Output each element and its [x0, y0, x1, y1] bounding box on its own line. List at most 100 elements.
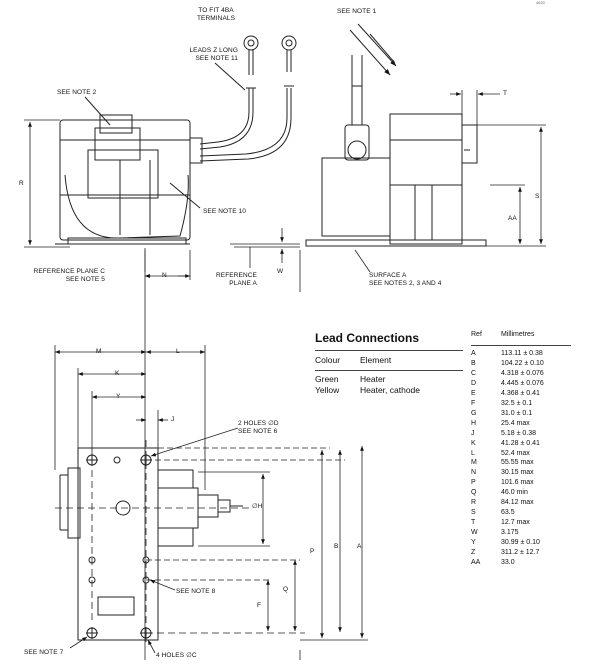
- label-dim-W: W: [277, 268, 284, 275]
- cell-ref: Y: [471, 539, 476, 547]
- table-row: H 25.4 max: [471, 419, 571, 429]
- label-see-note-10: SEE NOTE 10: [203, 208, 247, 215]
- cell-ref: H: [471, 419, 477, 427]
- label-dim-K: K: [115, 370, 120, 377]
- table-row: F 32.5 ± 0.1: [471, 399, 571, 409]
- cell-ref: S: [471, 509, 476, 517]
- label-dim-AA: AA: [508, 215, 517, 222]
- dim-R: [24, 119, 70, 248]
- cell-millimetres: 63.5: [501, 509, 515, 517]
- label-leads-z: LEADS Z LONG SEE NOTE 11: [189, 47, 238, 62]
- cell-millimetres: 46.0 min: [501, 489, 528, 497]
- header-ref: Ref: [471, 331, 482, 338]
- cell-ref: Z: [471, 549, 476, 557]
- label-see-note-2: SEE NOTE 2: [57, 89, 97, 96]
- front-view: [55, 35, 297, 245]
- dim-T-S-AA: [450, 90, 546, 247]
- label-dim-J: J: [171, 416, 175, 423]
- cell-ref: C: [471, 369, 477, 377]
- label-to-fit-terminals: TO FIT 4BA TERMINALS: [196, 7, 236, 22]
- cell-millimetres: 5.18 ± 0.38: [501, 429, 536, 437]
- label-dim-F: F: [257, 602, 262, 609]
- table-row: J 5.18 ± 0.38: [471, 429, 571, 439]
- cell-millimetres: 113.11 ± 0.38: [501, 350, 543, 357]
- terminal-ring-1-hole: [247, 39, 255, 47]
- cell-ref: F: [471, 399, 476, 407]
- label-surface-a: SURFACE A SEE NOTES 2, 3 AND 4: [369, 272, 442, 287]
- terminal-ring-2-hole: [285, 39, 293, 47]
- table-row: AA 33.0: [471, 558, 571, 568]
- cell-millimetres: 3.175: [501, 529, 519, 537]
- plan-view: [59, 447, 243, 641]
- cell-millimetres: 31.0 ± 0.1: [501, 409, 533, 417]
- cell-millimetres: 12.7 max: [501, 519, 530, 527]
- table-row: C 4.318 ± 0.076: [471, 369, 571, 379]
- cell-millimetres: 52.4 max: [501, 449, 530, 457]
- header-element: Element: [360, 355, 392, 365]
- plan-dimensions: [54, 345, 368, 660]
- cell-millimetres: 33.0: [501, 559, 515, 567]
- label-dim-Q: Q: [283, 586, 289, 593]
- label-reference-plane-c: REFERENCE PLANE C SEE NOTE 5: [33, 268, 105, 283]
- table-row: Green Heater: [315, 374, 463, 385]
- label-dim-P: P: [310, 548, 315, 555]
- lead-connections-title: Lead Connections: [315, 330, 463, 351]
- label-see-note-1: SEE NOTE 1: [337, 8, 377, 15]
- cell-ref: T: [471, 519, 476, 527]
- cell-ref: G: [471, 409, 477, 417]
- cell-element: Heater: [360, 374, 386, 384]
- label-reference-plane-a: REFERENCE PLANE A: [216, 272, 257, 287]
- label-see-note-7: SEE NOTE 7: [24, 649, 64, 656]
- label-dim-N: N: [162, 272, 167, 279]
- lead-wire-2: [199, 88, 288, 157]
- cathode-post: [347, 140, 367, 160]
- label-dim-R: R: [19, 180, 24, 187]
- cell-millimetres: 55.55 max: [501, 459, 534, 467]
- label-two-holes: 2 HOLES ∅D SEE NOTE 6: [238, 420, 279, 435]
- cell-millimetres: 101.6 max: [501, 479, 534, 487]
- cell-ref: N: [471, 469, 477, 477]
- label-dim-T: T: [503, 90, 508, 97]
- cell-millimetres: 4.318 ± 0.076: [501, 369, 544, 377]
- cell-element: Heater, cathode: [360, 385, 421, 395]
- cell-millimetres: 104.22 ± 0.10: [501, 359, 544, 367]
- table-row: Y 30.99 ± 0.10: [471, 538, 571, 548]
- label-dim-B: B: [334, 543, 339, 550]
- label-dim-Y: Y: [116, 393, 121, 400]
- table-row: Z 311.2 ± 12.7: [471, 548, 571, 558]
- cell-ref: K: [471, 439, 476, 447]
- cell-millimetres: 41.28 ± 0.41: [501, 439, 540, 447]
- label-see-note-8: SEE NOTE 8: [176, 588, 216, 595]
- lead-connections-panel: Lead Connections Colour Element Green He…: [315, 330, 463, 396]
- terminal-ring-2: [281, 35, 297, 51]
- table-row: K 41.28 ± 0.41: [471, 439, 571, 449]
- table-row: G 31.0 ± 0.1: [471, 409, 571, 419]
- cell-ref: J: [471, 429, 475, 437]
- cell-ref: AA: [471, 559, 481, 567]
- cell-ref: M: [471, 459, 477, 467]
- label-dim-H: ∅H: [252, 503, 263, 510]
- cell-millimetres: 30.99 ± 0.10: [501, 539, 540, 547]
- header-millimetres: Millimetres: [501, 331, 535, 338]
- label-dim-S: S: [535, 193, 540, 200]
- lead-wire-1: [199, 88, 250, 145]
- label-dim-L: L: [176, 348, 180, 355]
- centre-lines: [55, 440, 305, 642]
- terminal-ring-1: [243, 35, 259, 51]
- dimension-table-header: Ref Millimetres: [471, 330, 571, 346]
- cell-millimetres: 25.4 max: [501, 419, 530, 427]
- cell-colour: Green: [315, 374, 339, 384]
- cell-millimetres: 32.5 ± 0.1: [501, 399, 533, 407]
- cell-ref: D: [471, 379, 477, 387]
- table-row: Yellow Heater, cathode: [315, 385, 463, 396]
- cell-millimetres: 311.2 ± 12.7: [501, 549, 540, 557]
- cell-millimetres: 4.445 ± 0.076: [501, 379, 544, 387]
